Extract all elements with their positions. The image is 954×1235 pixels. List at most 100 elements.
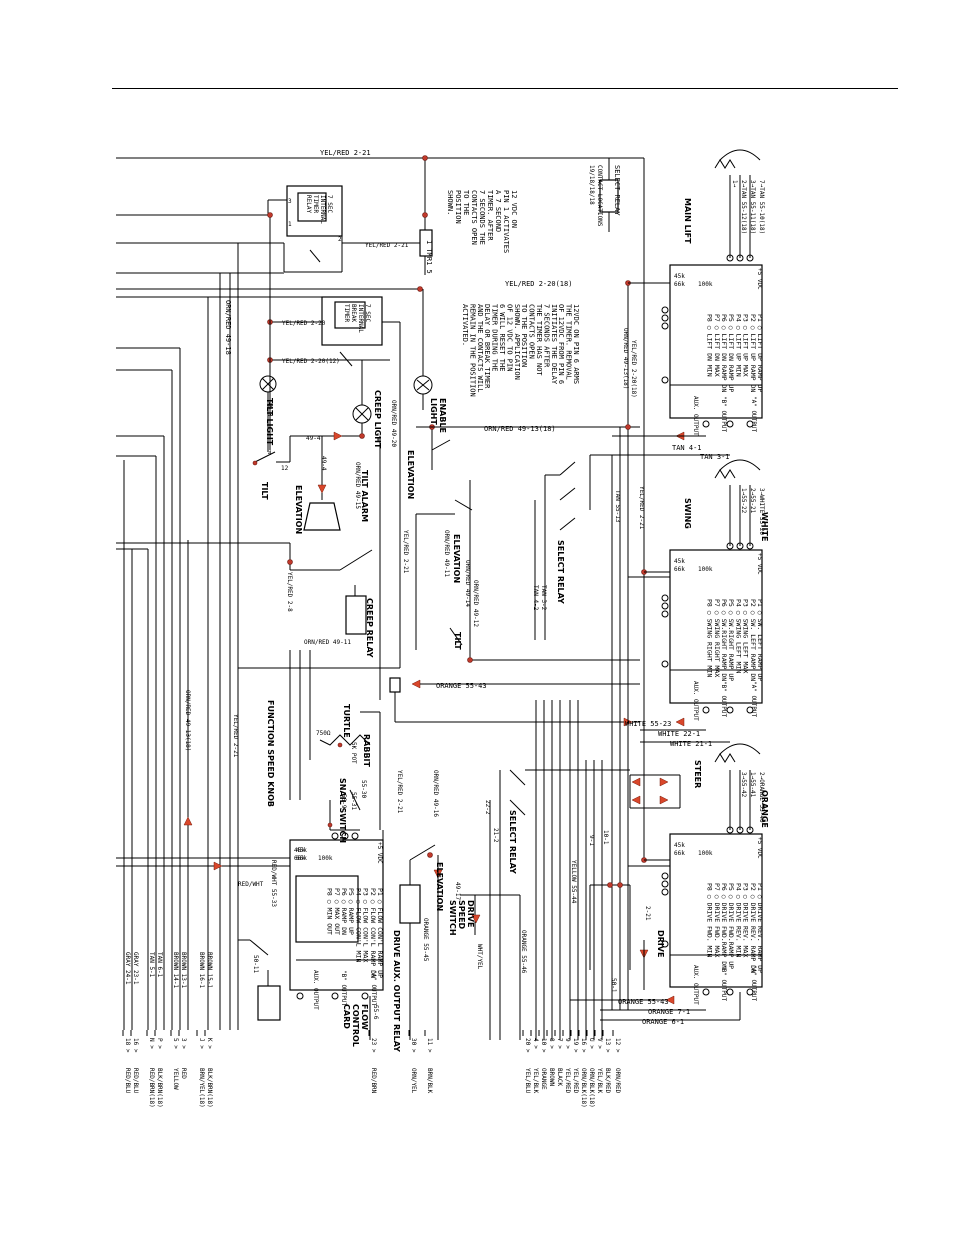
label-orange-55-45: ORANGE 55-45	[422, 918, 429, 962]
label-wht-yel: WHT/YEL	[476, 944, 483, 970]
note-top-line: PIN 1 ACTIVATES	[502, 190, 510, 253]
tilt-switch-2	[449, 625, 471, 650]
connector-pin: K >	[206, 1038, 213, 1049]
label-orn-red-49-16: ORN/RED 49-16	[432, 770, 439, 817]
card-param: P4 ○ LIFT UP MIN	[734, 314, 742, 377]
pot-label: 5K POT	[350, 742, 357, 764]
connector-color: YEL/BLU	[524, 1068, 531, 1094]
card-param: P3 ○ FLOW CON'L MAX	[362, 888, 370, 962]
pot-label: 2→TAN 55-12(18)	[740, 180, 747, 234]
relay-mid-2: BREAK	[350, 304, 357, 322]
label-yel-red-2-8: YEL/RED 2-8	[286, 572, 293, 612]
label-yel-red-2-21-mid: YEL/RED 2-21	[402, 530, 409, 574]
connector-color: BRN/BLK	[426, 1068, 433, 1094]
header-rule	[112, 88, 898, 89]
card-param: P4 ○ DRIVE REV. MIN	[734, 883, 742, 957]
connector-pin: V >	[596, 1038, 603, 1049]
card-param: P4 ○ SWING LEFT MIN	[734, 599, 742, 673]
svg-text:4: 4	[268, 450, 272, 457]
label-tan-55-13: TAN 55-13	[614, 490, 621, 523]
tilt-switch-2-label: TILT	[453, 632, 462, 650]
card-100k: 100k	[698, 850, 713, 857]
note-mid-line: THE TIMER HAS NOT	[535, 304, 543, 376]
elevation-4-label: ELEVATION	[435, 862, 444, 911]
creep-light-label: CREEP LIGHT	[373, 390, 382, 449]
card-param: P8 ○ DRIVE FWD. MIN	[706, 883, 714, 957]
card-param: P2 ○ FLOW CON'L RAMP DN	[369, 888, 377, 978]
label-orn-red-49-13-18: ORN/RED 49-13(18)	[484, 425, 556, 433]
card-param: P6 ○ SW.RIGHT RAMP DN	[720, 599, 728, 681]
right-trunks	[535, 158, 670, 1040]
bottom-left-relay	[238, 939, 281, 1021]
connector-color: YEL/BLK	[532, 1068, 539, 1094]
pot-label: 3→55-42	[740, 772, 747, 798]
card-45k: 45k	[674, 842, 685, 849]
function-speed-knob	[299, 711, 381, 831]
turtle-label: TURTLE	[342, 704, 351, 738]
label-orn-red-49-12: ORN/RED 49-12	[472, 580, 479, 627]
relay-top-1: INTERNAL	[319, 195, 326, 224]
connector-wire: BROWN 15-1	[206, 952, 213, 989]
select-relay-mid-label: SELECT RELAY	[556, 540, 565, 604]
note-top-line: A 7 SECOND	[494, 190, 502, 232]
connector-color: BLK/BRN(18)	[156, 1068, 163, 1108]
note-top-line: TO THE	[462, 190, 470, 215]
connector-wire: BROWN 13-1	[180, 952, 187, 989]
card-param: P7 ○ DRIVE FWD. MAX	[713, 883, 721, 957]
label-orange-55-46: ORANGE 55-46	[520, 930, 527, 974]
svg-text:45k: 45k	[296, 847, 307, 854]
connector-pin: 4 >	[532, 1038, 539, 1049]
enable-light-label-0: ENABLE	[438, 398, 447, 433]
relay-top-3: RELAY	[305, 195, 312, 213]
right-cards	[669, 264, 763, 988]
relay-mid-3: TIMER	[343, 304, 350, 322]
card-b-output: "B" OUTPUT	[720, 681, 727, 718]
swing-label: SWING	[683, 498, 692, 529]
card-45k: 45k	[674, 273, 685, 280]
label-orn-red-49-18: ORN/RED 49-18	[224, 300, 232, 355]
label-orn-red-49-11b: ORN/RED 49-11	[443, 530, 450, 577]
drive-speed-switch	[460, 894, 521, 1040]
card-vdc: +5 VDC	[756, 268, 763, 290]
relay-mid-0: 7 SEC	[364, 304, 371, 322]
label-21-2: 21-2	[492, 828, 499, 843]
break-timer-relay	[267, 212, 401, 450]
note-mid-line: 12VDC ON PIN 6 ARMS	[572, 304, 580, 384]
label-tan-3-2: TAN 3-2	[540, 585, 547, 611]
select-relay-bot-label: SELECT RELAY	[508, 810, 517, 874]
right-pots	[714, 149, 761, 830]
elevation-1-label: ELEVATION	[294, 485, 303, 534]
connector-color: BLK/BRN(18)	[206, 1068, 213, 1108]
note-top-line: POSITION	[454, 190, 462, 224]
card-45k: 45k	[294, 847, 305, 854]
card-param: P1 ○ DRIVE REV. RAMP UP	[756, 883, 764, 973]
card-param: P5 ○ RAMP UP	[347, 888, 355, 935]
card-param: P7 ○ SWING RIGHT MAX	[713, 599, 721, 677]
label-yel-red-2-20-18: YEL/RED 2-20(18)	[505, 280, 572, 288]
card-vdc: +5 VDC	[756, 553, 763, 575]
card-param: P5 ○ SW.RIGHT RAMP UP	[727, 599, 735, 681]
connector-wire: GRAY 24-1	[124, 952, 131, 985]
connector-pin: 11 >	[426, 1038, 433, 1053]
connector-color: RED/BLU	[124, 1068, 131, 1094]
pot-label: 1→55-41	[749, 772, 756, 798]
label-orange-55-43: ORANGE 55-43	[436, 682, 487, 690]
card-100k: 100k	[698, 281, 713, 288]
card-param: P4 ○ FLOW CON'L MIN	[354, 888, 362, 962]
card-vdc: +5 VDC	[376, 842, 383, 864]
connector-color: RED	[180, 1068, 187, 1079]
card-param: P2 ○ DRIVE REV. RAMP DN	[749, 883, 757, 973]
card-b-output: "B" OUTPUT	[720, 965, 727, 1002]
label-49-3: 49-3	[266, 402, 273, 417]
card-a-output: "A" OUTPUT	[750, 681, 757, 718]
connector-wire: TAN 5-1	[148, 952, 155, 978]
connector-pin: U >	[588, 1038, 595, 1049]
connector-wire: BROWN 16-1	[198, 952, 205, 989]
card-param: P1 ○ SW. LEFT RAMP UP	[756, 599, 764, 681]
label-yel-red-2-20: YEL/RED 2-20	[282, 320, 326, 327]
connector-color: YEL/BLK	[596, 1068, 603, 1094]
